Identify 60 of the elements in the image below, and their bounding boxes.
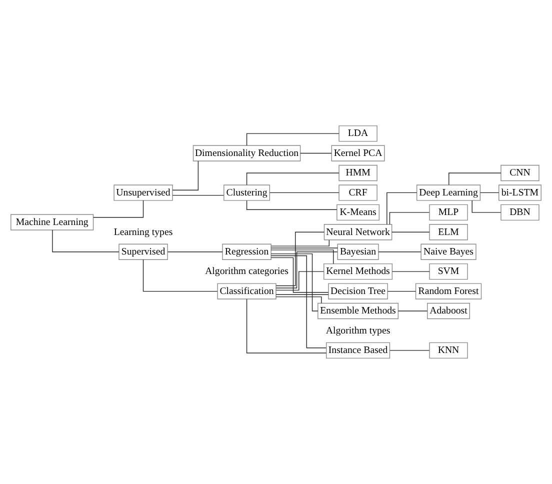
connector [172,160,199,190]
node-box: ELM [429,224,468,240]
node-box: Supervised [118,244,168,260]
connector [276,271,324,291]
node-box: Regression [222,244,272,260]
node-box: MLP [429,204,468,221]
node-box: Machine Learning [10,214,94,230]
connector [52,230,120,252]
connector [276,296,322,304]
node-box: LDA [338,125,378,142]
node-box: Clustering [224,184,270,201]
connector [246,200,338,210]
node-box: CRF [338,184,378,201]
connector [386,192,418,225]
label: Algorithm types [326,325,390,336]
node-box: bi-LSTM [498,184,542,201]
connector [270,250,334,264]
node-box: DBN [500,204,540,221]
label: Learning types [114,226,173,238]
connector [246,172,340,186]
node-box: Bayesian [337,244,379,260]
connector [172,194,224,196]
connector [390,350,430,351]
node-box: K-Means [336,204,380,221]
node-box: CNN [500,164,540,182]
connector [480,192,500,194]
node-box: Unsupervised [114,184,173,201]
node-box: Adaboost [427,302,470,320]
node-box: Instance Based [326,342,390,359]
node-box: Neural Network [324,224,392,240]
connector [270,255,326,348]
node-box: Naive Bayes [420,244,476,260]
connector [389,212,430,225]
node-box: HMM [338,164,378,182]
connector [387,290,416,292]
node-box: Classification [217,283,276,300]
connector [300,152,332,154]
node-box: Kernel Methods [324,263,393,280]
node-box: Kernel PCA [331,145,385,162]
connector [270,240,330,246]
connector [270,257,329,293]
connector [276,294,329,295]
node-box: SVM [429,263,468,280]
node-box: KNN [429,342,468,359]
connector [270,253,318,312]
node-box: Deep Learning [416,184,481,201]
connector [276,252,338,288]
node-box: Decision Tree [328,283,388,300]
connector [269,192,340,194]
connector [93,200,144,218]
connector [246,298,326,354]
connector [392,271,430,272]
node-box: Ensemble Methods [318,302,399,320]
node-box: Random Forest [415,283,482,300]
node-box: Dimensionality Reduction [192,145,301,162]
connector [276,232,324,286]
connector [472,200,502,213]
connector [398,310,428,312]
label: Algorithm categories [205,266,288,278]
connector [142,259,218,292]
